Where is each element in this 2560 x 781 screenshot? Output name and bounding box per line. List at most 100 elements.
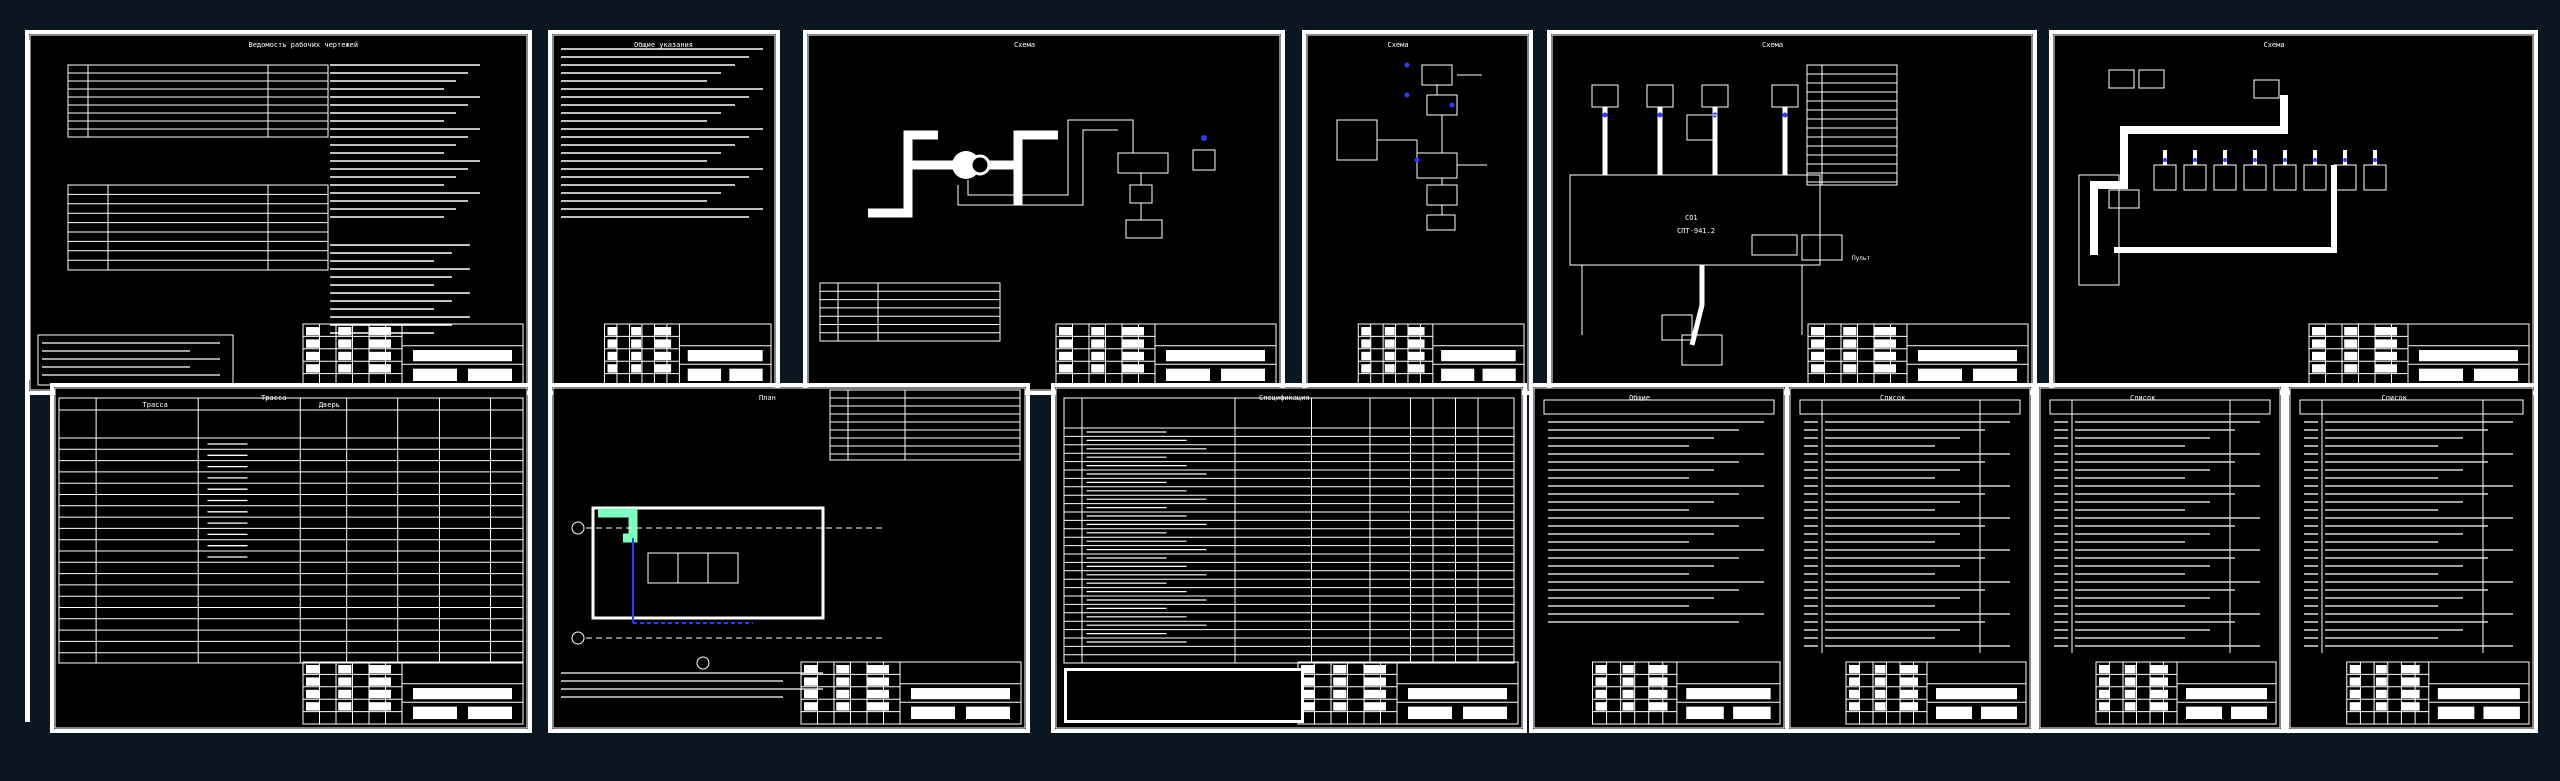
title-fill (654, 351, 672, 361)
pipe-return (903, 130, 1023, 205)
title-fill (2375, 351, 2397, 361)
title-fill (2375, 677, 2387, 686)
title-fill (1122, 351, 1144, 361)
sheet9-content (1063, 397, 1515, 723)
title-fill (306, 339, 320, 348)
power-box (1125, 219, 1163, 239)
title-fill (911, 688, 1010, 700)
title-fill (2312, 364, 2326, 373)
sheet-header: Список (2382, 394, 2408, 402)
title-fill (729, 368, 763, 382)
sheet3-content (819, 119, 1216, 342)
cabinet-block (1751, 234, 1798, 256)
title-fill (1936, 706, 1972, 720)
title-fill (306, 364, 320, 373)
title-fill (369, 364, 391, 373)
sheet-1: Ведомость рабочих чертежей (25, 30, 532, 395)
title-fill (1408, 688, 1507, 700)
sheet13-content (2299, 399, 2524, 653)
sheet-frame (54, 387, 528, 729)
sheet-header: Общие указания (634, 41, 693, 49)
title-fill (1407, 364, 1425, 373)
title-fill (2344, 364, 2358, 373)
title-fill (836, 665, 850, 674)
title-fill (1364, 702, 1386, 711)
main-pipe (2090, 95, 2288, 255)
title-fill (306, 351, 320, 361)
title-fill (1874, 689, 1886, 699)
connector-icon (1602, 112, 1608, 118)
title-block (2095, 661, 2277, 725)
title-fill (2231, 706, 2267, 720)
connector-icon (1414, 157, 1420, 163)
title-fill (1441, 368, 1475, 382)
title-fill (1361, 339, 1372, 348)
title-fill (1811, 339, 1825, 348)
list-header (1799, 399, 2021, 415)
axis-marker (571, 521, 585, 535)
sheet2-content (561, 48, 763, 218)
title-fill (687, 350, 763, 362)
sheet-header: Список (1880, 394, 1906, 402)
title-fill (966, 706, 1010, 720)
title-fill (867, 665, 889, 674)
calculator-box (1117, 152, 1169, 174)
sheet-header: Ведомость рабочих чертежей (249, 41, 359, 49)
title-fill (1384, 364, 1395, 373)
title-fill (2312, 327, 2326, 336)
title-fill (1874, 351, 1896, 361)
device-box (2108, 69, 2135, 89)
room-walls (591, 506, 825, 620)
meter-symbol (969, 154, 991, 176)
title-fill (1874, 327, 1896, 336)
title-fill (1408, 706, 1452, 720)
connector-icon (2253, 158, 2257, 162)
title-fill (1595, 665, 1607, 674)
title-fill (2401, 689, 2420, 699)
title-fill (2124, 702, 2136, 711)
sheet-frame (2053, 34, 2534, 391)
title-fill (1364, 689, 1386, 699)
title-fill (2349, 702, 2361, 711)
title-fill (1622, 677, 1634, 686)
title-fill (631, 339, 642, 348)
title-fill (2437, 688, 2520, 700)
title-fill (2344, 339, 2358, 348)
title-fill (1301, 677, 1315, 686)
title-fill (1648, 677, 1668, 686)
sheet11-content (1799, 399, 2021, 653)
title-fill (2419, 350, 2518, 362)
device-box (2138, 69, 2165, 89)
title-fill (2124, 665, 2136, 674)
title-fill (338, 327, 352, 336)
title-fill (1900, 702, 1918, 711)
sb1-cabinet (1569, 174, 1821, 266)
column-header: Трасса (143, 401, 168, 409)
connector-icon (2373, 158, 2377, 162)
title-fill (1407, 327, 1425, 336)
title-fill (804, 689, 818, 699)
title-fill (2150, 689, 2168, 699)
title-fill (1622, 702, 1634, 711)
sheet-header: Общие (1629, 394, 1650, 402)
title-fill (1361, 351, 1372, 361)
title-fill (2437, 706, 2475, 720)
sheet-border (803, 30, 1285, 395)
spec-table (1063, 397, 1515, 664)
title-fill (338, 339, 352, 348)
title-fill (867, 702, 889, 711)
title-fill (1648, 665, 1668, 674)
title-fill (2099, 665, 2110, 674)
antenna-icon (1201, 135, 1207, 141)
title-fill (1166, 350, 1265, 362)
sheet-border (1785, 383, 2035, 733)
list-header (1543, 399, 1775, 415)
title-fill (1900, 689, 1918, 699)
title-fill (1843, 351, 1857, 361)
title-fill (413, 368, 457, 382)
sheet-header: План (759, 394, 776, 402)
title-fill (1384, 327, 1395, 336)
title-fill (369, 677, 391, 686)
